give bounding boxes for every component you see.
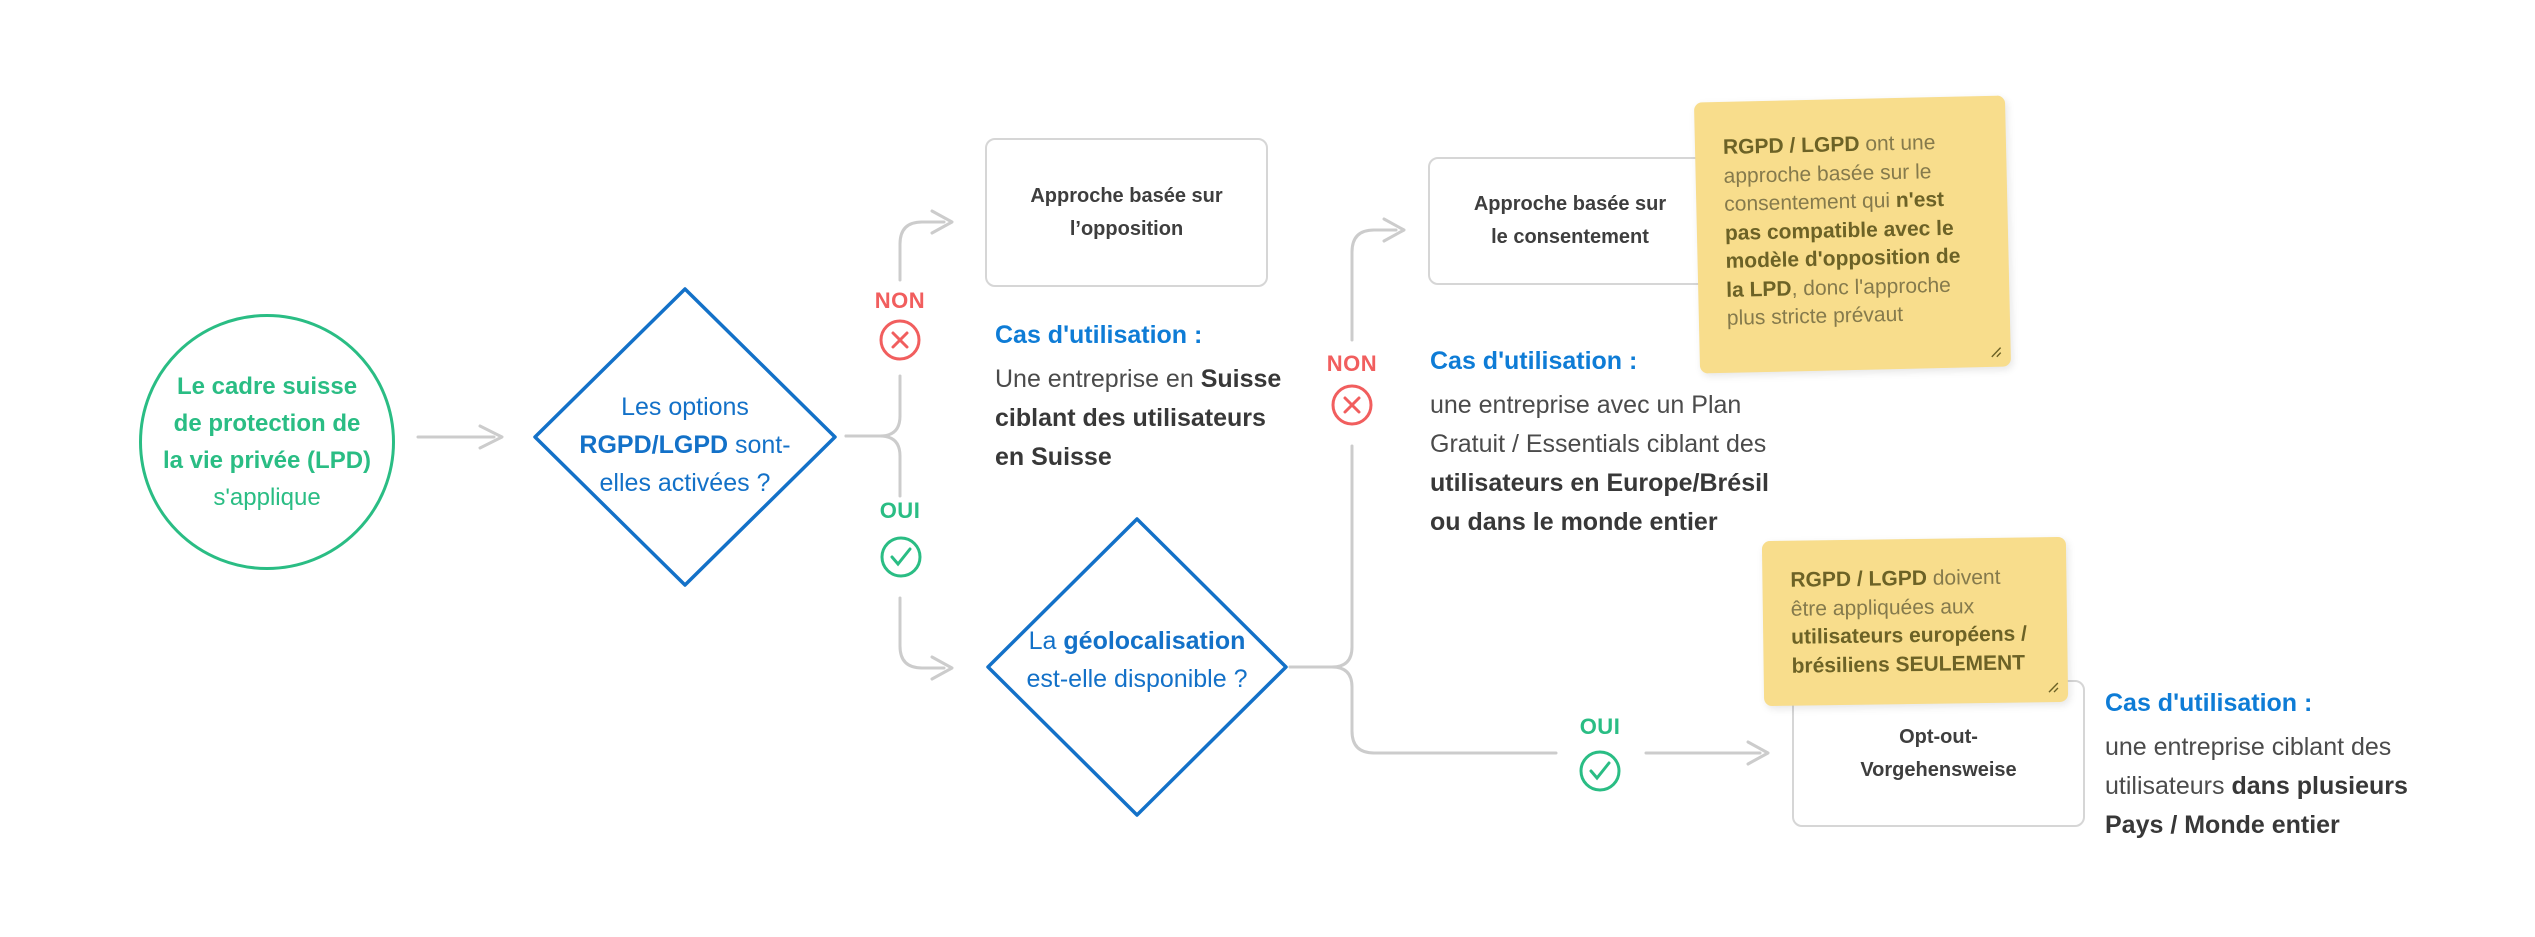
decision1-text: sont-elles activées ? [599, 431, 791, 497]
use-case-1: Cas d'utilisation : Une entreprise en Su… [995, 316, 1290, 477]
sticky-note-optout-rule[interactable]: RGPD / LGPD doivent être appliquées aux … [1761, 536, 2069, 707]
use-case-2-label: Cas d'utilisation : [1430, 347, 1638, 375]
resize-handle-icon[interactable] [2045, 679, 2059, 693]
outcome-box-opposition-label: Approche basée sur l’opposition [1030, 184, 1223, 240]
arrow-right-icon [478, 424, 504, 450]
sticky-note-2-text-bold: utilisateurs européens / brésiliens SEUL… [1791, 622, 2028, 678]
start-node-text-bold: Le cadre suisse de protection de la vie … [162, 373, 372, 474]
decision2-text: est-elle disponible ? [1026, 665, 1248, 693]
outcome-box-opposition: Approche basée sur l’opposition [985, 138, 1268, 287]
arrow-right-icon [930, 655, 954, 681]
use-case-2-text-bold: utilisateurs en Europe/Brésil ou dans le… [1430, 469, 1769, 536]
cross-icon [1331, 384, 1373, 426]
connector-decision1-oui [844, 434, 954, 681]
use-case-1-text: Une entreprise en [995, 365, 1201, 393]
decision2-question: La géolocalisation est-elle disponible ? [1012, 622, 1262, 698]
sticky-note-1-text-bold: RGPD / LGPD [1722, 132, 1860, 159]
outcome-box-optout-label: Opt-out-Vorgehensweise [1860, 725, 2017, 781]
use-case-1-label: Cas d'utilisation : [995, 321, 1203, 349]
decision2-shape [986, 517, 1288, 817]
branch-label-non: NON [1326, 351, 1378, 376]
arrow-right-icon [1382, 217, 1406, 243]
start-node-text: s'applique [213, 484, 321, 511]
use-case-3: Cas d'utilisation : une entreprise cibla… [2105, 684, 2420, 845]
branch-label-non: NON [874, 288, 926, 313]
cross-icon [879, 319, 921, 361]
decision2-text: La [1028, 627, 1064, 655]
check-icon [880, 536, 922, 578]
decision1-shape [533, 287, 837, 587]
outcome-box-consent: Approche basée sur le consentement [1428, 157, 1712, 285]
decision2-text-bold: géolocalisation [1063, 627, 1246, 655]
sticky-note-2-text-bold: RGPD / LGPD [1790, 566, 1928, 592]
branch-label-oui: OUI [879, 498, 921, 523]
decision1-question: Les options RGPD/LGPD sont-elles activée… [568, 388, 802, 502]
use-case-2: Cas d'utilisation : une entreprise avec … [1430, 342, 1770, 542]
arrow-right-icon [930, 209, 954, 235]
outcome-box-consent-label: Approche basée sur le consentement [1473, 193, 1667, 248]
use-case-1-text-bold: Suisse ciblant des utilisateurs en Suiss… [995, 365, 1282, 471]
resize-handle-icon[interactable] [1988, 344, 2002, 358]
connector-decision2-non [1288, 217, 1406, 669]
use-case-3-text: une entreprise ciblant des utilisateurs [2105, 733, 2392, 800]
use-case-3-text-bold: dans plusieurs Pays / Monde entier [2105, 772, 2408, 839]
decision1-text-bold: RGPD/LGPD [579, 431, 729, 459]
decision1-text: Les options [621, 393, 749, 421]
check-icon [1579, 750, 1621, 792]
branch-label-oui: OUI [1579, 714, 1621, 739]
use-case-2-text: une entreprise avec un Plan Gratuit / Es… [1430, 391, 1767, 458]
sticky-note-consent-rule[interactable]: RGPD / LGPD ont une approche basée sur l… [1693, 95, 2012, 374]
use-case-3-label: Cas d'utilisation : [2105, 689, 2313, 717]
start-node: Le cadre suisse de protection de la vie … [139, 314, 395, 570]
arrow-right-icon [1746, 740, 1770, 766]
connector-decision2-oui [1288, 665, 1770, 766]
arrow-start-to-decision1 [416, 424, 504, 450]
